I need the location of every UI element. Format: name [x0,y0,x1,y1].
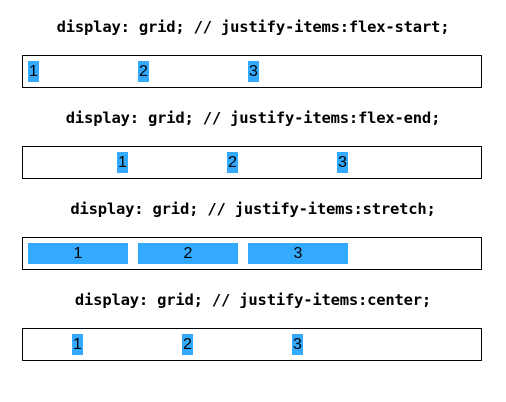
grid-item-3: 3 [292,334,303,355]
grid-item-3: 3 [248,243,348,264]
grid-item-1: 1 [72,334,83,355]
demo-heading: display: grid; // justify-items:flex-sta… [56,18,450,36]
demo-heading: display: grid; // justify-items:stretch; [70,200,436,218]
grid-item-3: 3 [248,61,259,82]
grid-item-2: 2 [182,334,193,355]
grid-item-2: 2 [138,61,149,82]
demo-heading: display: grid; // justify-items:flex-end… [65,109,441,127]
grid-item-1: 1 [28,243,128,264]
grid-container: 1 2 3 [22,146,482,179]
grid-container: 1 2 3 [22,237,482,270]
grid-item-1: 1 [28,61,39,82]
grid-item-1: 1 [117,152,128,173]
grid-item-3: 3 [337,152,348,173]
grid-item-2: 2 [227,152,238,173]
grid-container: 1 2 3 [22,55,482,88]
grid-container: 1 2 3 [22,328,482,361]
grid-item-2: 2 [138,243,238,264]
demo-heading: display: grid; // justify-items:center; [74,291,432,309]
